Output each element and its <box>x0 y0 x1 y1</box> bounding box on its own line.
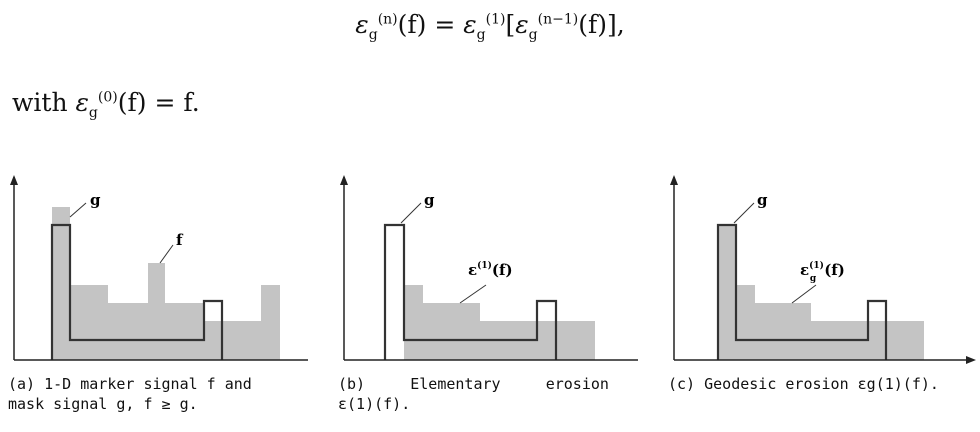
label-g: g <box>90 191 101 209</box>
signal-g-outline <box>383 223 558 360</box>
y-axis-arrow <box>10 175 18 185</box>
figure-b: g ε(1)(f) <box>338 175 648 365</box>
figure-c-plot: g ε(1)g(f) <box>670 175 976 364</box>
caption-b-line1: (b) Elementary erosion <box>338 375 609 393</box>
label-f: f <box>176 231 184 249</box>
label-eps: ε(1)g(f) <box>800 260 845 284</box>
x-axis-arrow <box>966 356 976 364</box>
erosion-fill <box>404 285 595 360</box>
label-eps: ε(1)(f) <box>468 260 513 279</box>
leader-g <box>69 202 87 218</box>
caption-a-line2: mask signal g, f ≥ g. <box>8 395 198 413</box>
geodesic-erosion-fill <box>718 225 924 360</box>
caption-a-line1: (a) 1-D marker signal f and <box>8 375 252 393</box>
caption-b-line2: ε(1)(f). <box>338 395 411 413</box>
signal-f-fill <box>52 207 280 360</box>
equation-initial-condition: with εg(0)(f) = f. <box>12 88 200 121</box>
figure-a-plot: g f <box>10 175 308 361</box>
caption-c-line1: (c) Geodesic erosion εg(1)(f). <box>668 375 939 393</box>
leader-f <box>159 244 174 264</box>
figure-a: g f <box>8 175 318 365</box>
caption-a: (a) 1-D marker signal f and mask signal … <box>8 374 252 414</box>
caption-b: (b) Elementary erosion ε(1)(f). <box>338 374 609 414</box>
y-axis-arrow <box>670 175 678 185</box>
y-axis-arrow <box>340 175 348 185</box>
signal-g-outline <box>50 223 224 360</box>
caption-c: (c) Geodesic erosion εg(1)(f). <box>668 374 939 394</box>
leader-eps <box>791 284 817 304</box>
leader-g <box>733 202 755 224</box>
leader-eps <box>459 284 487 304</box>
figure-b-plot: g ε(1)(f) <box>340 175 638 361</box>
leader-g <box>400 202 422 224</box>
signal-g-outline <box>716 223 888 360</box>
label-g: g <box>424 191 435 209</box>
figure-c: g ε(1)g(f) <box>668 175 978 365</box>
equation-main: εg(n)(f) = εg(1)[εg(n−1)(f)], <box>355 10 625 43</box>
label-g: g <box>757 191 768 209</box>
